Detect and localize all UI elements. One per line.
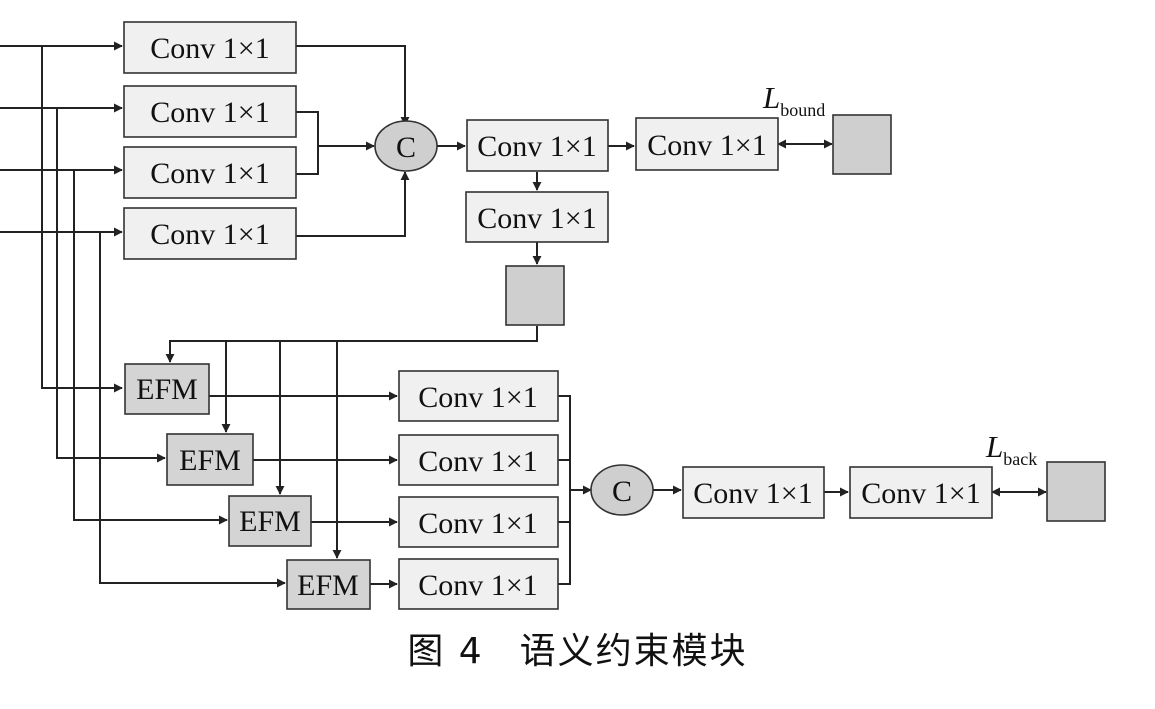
- figure-caption: 图 4 语义约束模块: [0, 622, 1155, 674]
- boundary-map-square: [505, 265, 565, 326]
- concat-node-top: C: [374, 120, 438, 172]
- conv-label: Conv 1×1: [418, 569, 537, 602]
- concat-label: C: [612, 475, 632, 508]
- conv-label: Conv 1×1: [418, 507, 537, 540]
- background-target-square: [1046, 461, 1106, 522]
- figure-title: 语义约束模块: [519, 631, 748, 672]
- conv-label: Conv 1×1: [418, 381, 537, 414]
- conv-bottom-4: Conv 1×1: [398, 558, 559, 610]
- figure-number: 图 4: [407, 631, 484, 672]
- connectors: [0, 41, 1047, 589]
- efm-block-1: EFM: [124, 363, 210, 415]
- conv-boundary-1: Conv 1×1: [466, 119, 609, 172]
- conv-label: Conv 1×1: [150, 218, 269, 251]
- conv-top-2: Conv 1×1: [123, 85, 297, 138]
- conv-label: Conv 1×1: [150, 96, 269, 129]
- conv-boundary-3: Conv 1×1: [465, 191, 609, 243]
- conv-top-1: Conv 1×1: [123, 21, 297, 74]
- conv-top-3: Conv 1×1: [123, 146, 297, 199]
- efm-block-3: EFM: [228, 495, 312, 547]
- conv-label: Conv 1×1: [150, 32, 269, 65]
- conv-label: Conv 1×1: [477, 130, 596, 163]
- efm-block-4: EFM: [286, 559, 371, 610]
- conv-bottom-1: Conv 1×1: [398, 370, 559, 422]
- efm-label: EFM: [136, 373, 198, 406]
- conv-label: Conv 1×1: [150, 157, 269, 190]
- conv-label: Conv 1×1: [418, 445, 537, 478]
- concat-label: C: [396, 131, 416, 164]
- concat-node-bottom: C: [590, 464, 654, 516]
- conv-bottom-2: Conv 1×1: [398, 434, 559, 486]
- loss-back-label: Lback: [985, 429, 1037, 469]
- conv-top-4: Conv 1×1: [123, 207, 297, 260]
- efm-block-2: EFM: [166, 433, 254, 486]
- boundary-target-square: [832, 114, 892, 175]
- conv-label: Conv 1×1: [861, 477, 980, 510]
- conv-label: Conv 1×1: [647, 129, 766, 162]
- efm-label: EFM: [179, 444, 241, 477]
- conv-back-2: Conv 1×1: [849, 466, 993, 519]
- conv-boundary-2: Conv 1×1: [635, 117, 779, 171]
- efm-label: EFM: [239, 505, 301, 538]
- conv-back-1: Conv 1×1: [682, 466, 825, 519]
- loss-bound-label: Lbound: [762, 80, 825, 120]
- conv-bottom-3: Conv 1×1: [398, 496, 559, 548]
- efm-label: EFM: [297, 569, 359, 602]
- conv-label: Conv 1×1: [693, 477, 812, 510]
- conv-label: Conv 1×1: [477, 202, 596, 235]
